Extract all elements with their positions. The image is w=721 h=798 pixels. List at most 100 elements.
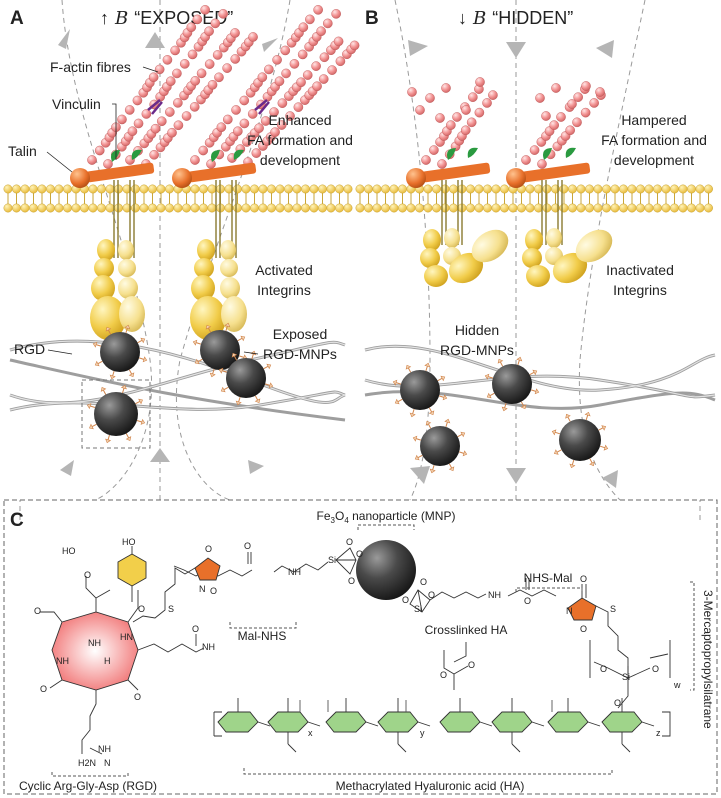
lipid-head xyxy=(275,184,285,194)
actin-bead xyxy=(186,22,197,33)
actin-bead-free xyxy=(595,87,605,97)
actin-bead xyxy=(170,45,180,56)
rgd-ligand xyxy=(223,386,229,391)
rgd-ligand-head xyxy=(89,423,94,430)
arrow-b-left-icon xyxy=(408,40,428,56)
rgd-ligand xyxy=(135,400,141,405)
rgd-mnp xyxy=(218,350,274,406)
lipid-head xyxy=(559,184,569,194)
label-mal-nhs: Mal-NHS xyxy=(238,629,287,643)
actin-bead-free xyxy=(461,105,471,115)
actin-bead xyxy=(482,98,492,108)
o-mal-right-1: O xyxy=(580,574,587,584)
o-rgd-1: O xyxy=(34,606,41,616)
actin-bead xyxy=(446,120,456,130)
ha-bracket-left xyxy=(213,711,222,737)
lipid-head xyxy=(602,203,611,213)
actin-bead xyxy=(200,5,210,15)
rgd-ligand xyxy=(112,370,115,377)
actin-bead xyxy=(190,155,200,165)
actin-bead xyxy=(270,127,280,137)
rgd-ligand-head xyxy=(142,356,148,363)
rgd-ligand-head xyxy=(124,324,131,330)
lipid-head xyxy=(54,184,64,194)
actin-bead xyxy=(210,18,221,29)
ha-acetamide xyxy=(621,743,631,753)
actin-bead xyxy=(281,68,291,79)
mnp-sphere xyxy=(400,370,440,410)
ha-sugar-ring xyxy=(325,711,367,733)
label-silatrane: 3-Mercaptopropylsilatrane xyxy=(701,590,715,729)
rgd-ligand xyxy=(571,459,575,465)
actin-bead xyxy=(254,123,264,133)
f-actin-fibres-b xyxy=(407,77,606,169)
lipid-head xyxy=(619,203,628,213)
arrow-bottom-up-icon xyxy=(150,448,170,462)
rgd-ligand xyxy=(207,327,212,333)
lipid-head xyxy=(275,203,285,213)
mnp-sphere xyxy=(200,330,240,370)
rgd-ligand xyxy=(137,339,143,344)
glycosidic-bond xyxy=(479,721,493,727)
rgd-ligand-head xyxy=(534,388,540,395)
mnp-sphere xyxy=(559,419,601,461)
silatrane-cage-right xyxy=(409,589,431,613)
lipid-head xyxy=(284,184,293,194)
lipid-head xyxy=(173,203,183,213)
actin-bead xyxy=(172,68,182,79)
actin-bead xyxy=(331,9,341,19)
mnp-sphere xyxy=(94,392,138,436)
actin-bead xyxy=(468,92,478,102)
s-right: S xyxy=(610,604,616,614)
actin-bead xyxy=(311,61,321,71)
rgd-ligand xyxy=(428,407,433,413)
lipid-head xyxy=(508,203,518,213)
actin-bead xyxy=(167,127,177,138)
lipid-head xyxy=(449,184,458,194)
rgd-ligand xyxy=(589,458,593,464)
rgd-ligand-head xyxy=(140,337,146,344)
o-right-2: O xyxy=(420,577,427,587)
rgd-ligand xyxy=(448,463,453,469)
lipid-head xyxy=(190,184,200,194)
rgd-ligand xyxy=(517,359,520,366)
o-left-1: O xyxy=(346,537,353,547)
rgd-ligand xyxy=(438,395,445,398)
lipid-head xyxy=(670,184,679,194)
lipid-head xyxy=(415,203,424,213)
rgd-ligand xyxy=(238,396,241,403)
actin-bead xyxy=(198,145,209,156)
o-rgd-4: O xyxy=(134,692,141,702)
rgd-ligand xyxy=(599,445,605,449)
lipid-head xyxy=(704,203,713,213)
lipid-head xyxy=(148,184,157,194)
actin-bead xyxy=(529,145,540,155)
lipid-head xyxy=(423,203,433,213)
lipid-head xyxy=(301,203,310,213)
rgd-ligand xyxy=(489,392,495,397)
lipid-head xyxy=(525,203,535,213)
ha-sugar-ring xyxy=(439,711,481,733)
rgd-ligand-head xyxy=(218,367,224,374)
actin-bead xyxy=(239,118,250,129)
actin-bead xyxy=(319,52,330,63)
rgd-ligand xyxy=(395,382,402,385)
lipid-head xyxy=(670,203,679,213)
lipid-head xyxy=(63,203,72,213)
lipid-head xyxy=(131,184,140,194)
rgd-ligand xyxy=(95,344,102,347)
lipid-head xyxy=(636,184,645,194)
rgd-ligand xyxy=(555,431,561,435)
rgd-ligand xyxy=(397,398,403,403)
actin-bead-free xyxy=(407,87,417,97)
lipid-head xyxy=(653,184,662,194)
rgd-ligand-head xyxy=(220,386,226,393)
label-b-fa-3: development xyxy=(614,152,694,168)
lipid-head xyxy=(619,184,628,194)
lipid-head xyxy=(326,184,336,194)
lipid-head xyxy=(423,184,433,194)
rgd-ligand-head xyxy=(105,438,112,444)
rgd-ligand xyxy=(128,369,133,375)
glycosidic-bond xyxy=(641,721,655,727)
rgd-ligand-head xyxy=(532,369,538,376)
